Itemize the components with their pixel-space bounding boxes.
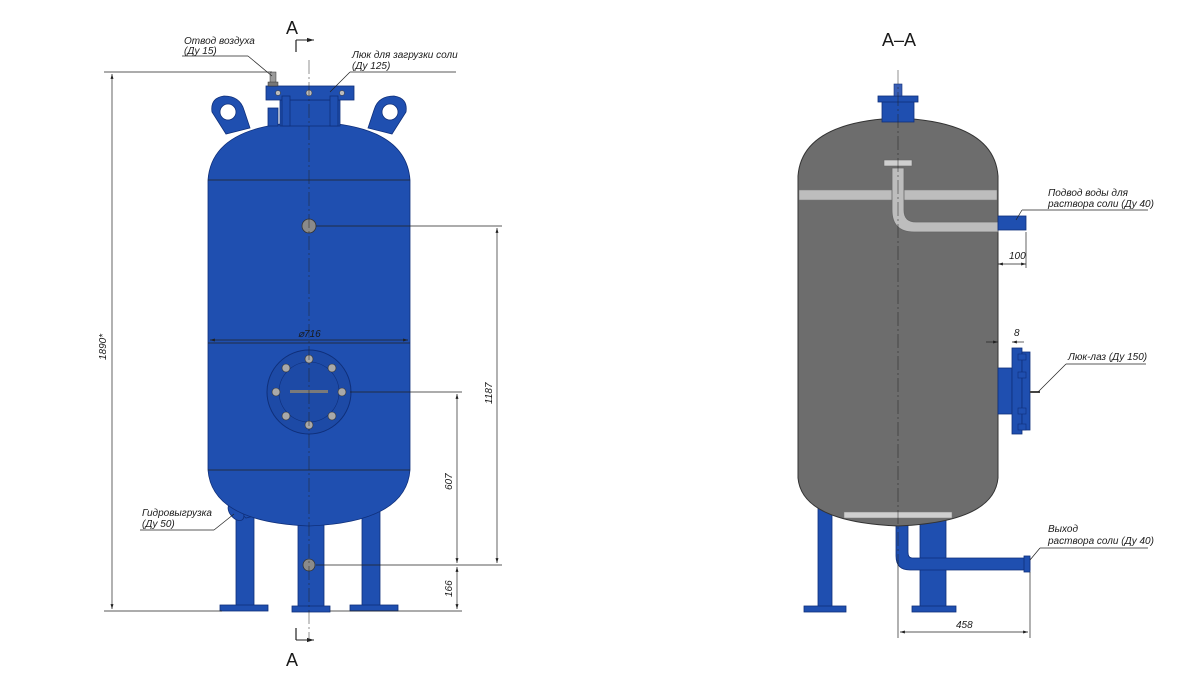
- callout-air-vent: Отвод воздуха (Ду 15): [182, 36, 273, 77]
- callout-hydro-unload: Гидровыгрузка (Ду 50): [140, 508, 235, 531]
- dim-overall-height-value: 1890*: [98, 333, 109, 360]
- dim-458-value: 458: [956, 620, 973, 631]
- air-vent-nozzle: [267, 71, 279, 127]
- section-mark-top: А: [286, 18, 298, 38]
- outlet-label-2: раствора соли (Ду 40): [1047, 536, 1154, 547]
- dim-458: 458: [897, 560, 1031, 638]
- section-cut-bottom: А: [286, 628, 314, 670]
- callout-manhole: Люк-лаз (Ду 150): [1037, 352, 1147, 393]
- section-view: А–А: [797, 30, 1154, 638]
- water-inlet-label-2: раствора соли (Ду 40): [1047, 199, 1154, 210]
- section-mark-bottom: А: [286, 650, 298, 670]
- callout-outlet: Выход раствора соли (Ду 40): [1029, 524, 1154, 561]
- dim-overall-height: 1890*: [98, 71, 272, 612]
- hydro-unload-label-2: (Ду 50): [142, 519, 175, 530]
- lifting-lug-left: [211, 95, 251, 135]
- callout-water-inlet: Подвод воды для раствора соли (Ду 40): [1015, 188, 1154, 221]
- inlet-nozzle: [997, 215, 1027, 231]
- dim-607: 607: [350, 391, 462, 563]
- section-title: А–А: [882, 30, 916, 50]
- dim-166: 166: [330, 567, 462, 612]
- air-vent-label-1: Отвод воздуха: [184, 36, 255, 47]
- dim-8: 8: [986, 328, 1024, 344]
- water-inlet-label-1: Подвод воды для: [1048, 188, 1129, 199]
- dim-diameter-value: ⌀716: [298, 329, 321, 340]
- section-cut-top: А: [286, 18, 314, 52]
- dim-166-value: 166: [444, 580, 455, 597]
- dim-8-value: 8: [1014, 328, 1020, 339]
- front-view: А А Отвод воздуха (Ду 15) Люк для загруз…: [98, 18, 502, 670]
- salt-hatch-label-2: (Ду 125): [352, 61, 390, 72]
- dim-100: 100: [998, 232, 1027, 268]
- dim-diameter: ⌀716: [210, 329, 408, 342]
- salt-hatch-front: [265, 85, 355, 127]
- manhole-section: [997, 347, 1040, 435]
- manhole-label: Люк-лаз (Ду 150): [1067, 352, 1147, 363]
- dim-100-value: 100: [1009, 251, 1026, 262]
- outlet-label-1: Выход: [1048, 524, 1078, 535]
- callout-salt-hatch: Люк для загрузки соли (Ду 125): [329, 50, 458, 93]
- hydro-unload-label-1: Гидровыгрузка: [142, 508, 212, 519]
- lifting-lug-right: [367, 95, 407, 135]
- dim-1187-value: 1187: [484, 382, 495, 404]
- dim-607-value: 607: [444, 473, 455, 490]
- air-vent-label-2: (Ду 15): [184, 46, 217, 57]
- dim-1187: 1187: [316, 225, 502, 566]
- salt-hatch-label-1: Люк для загрузки соли: [351, 50, 458, 61]
- outlet-pipe: [895, 519, 1031, 573]
